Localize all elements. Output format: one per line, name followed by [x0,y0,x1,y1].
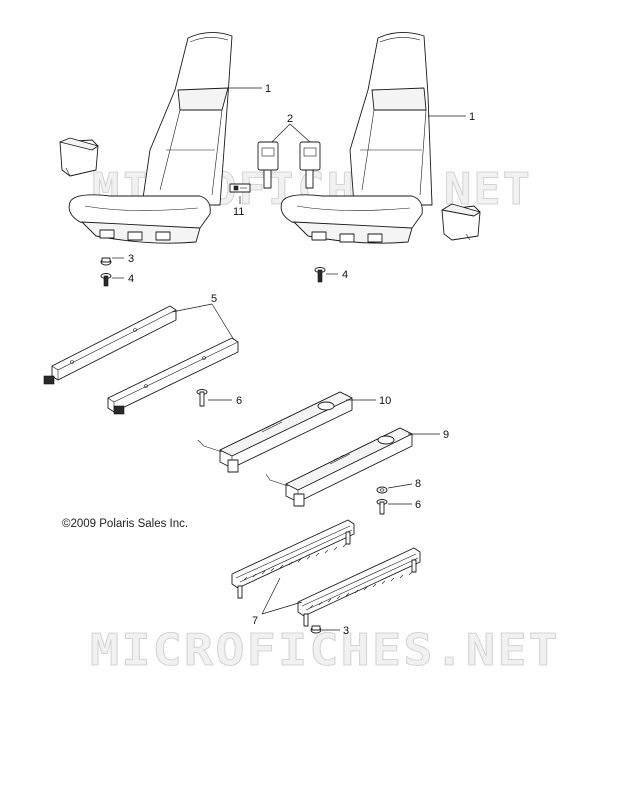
callout-nut-lower: 3 [343,625,349,637]
callout-rail-bolt: 6 [236,395,242,407]
copyright-notice: ©2009 Polaris Sales Inc. [62,518,188,530]
seat-right [280,32,433,244]
callout-seat-belt-buckle: 2 [287,113,293,125]
washer [376,486,388,494]
seat-slider-right [265,427,413,507]
callout-lock-rails: 7 [252,615,258,627]
callout-bolt-upper-right: 4 [342,269,348,281]
seat-side-pad-right [441,203,481,241]
callout-nut-upper: 3 [128,253,134,265]
watermark-lower: MICROFICHES.NET [90,625,560,676]
leader-lines [112,87,466,631]
callout-slider-right: 9 [443,429,449,441]
callout-seat-right: 1 [469,111,475,123]
rail-bolt [196,389,208,407]
callout-washer: 8 [415,478,421,490]
nut-lower [310,625,322,634]
seat-belt-buckle-left [257,141,279,189]
seat-left [68,32,233,244]
callout-mount-rails: 5 [211,293,217,305]
warning-label [229,183,251,193]
slider-bolt [376,499,388,515]
callout-slider-left: 10 [379,395,391,407]
seat-belt-buckle-right [299,141,321,189]
bolt-upper-left [100,273,112,287]
mount-rail-upper [43,305,177,385]
lock-rail-lower [297,547,421,627]
seat-slider-left [197,391,353,473]
callout-seat-left: 1 [265,83,271,95]
callout-slider-bolt: 6 [415,499,421,511]
seat-side-pad-left [59,137,99,177]
bolt-upper-right [314,267,326,283]
nut-upper-left [100,257,112,266]
callout-bolt-upper-left: 4 [128,273,134,285]
mount-rail-lower [107,337,239,415]
callout-label: 11 [233,206,244,218]
lock-rail-upper [231,519,355,599]
